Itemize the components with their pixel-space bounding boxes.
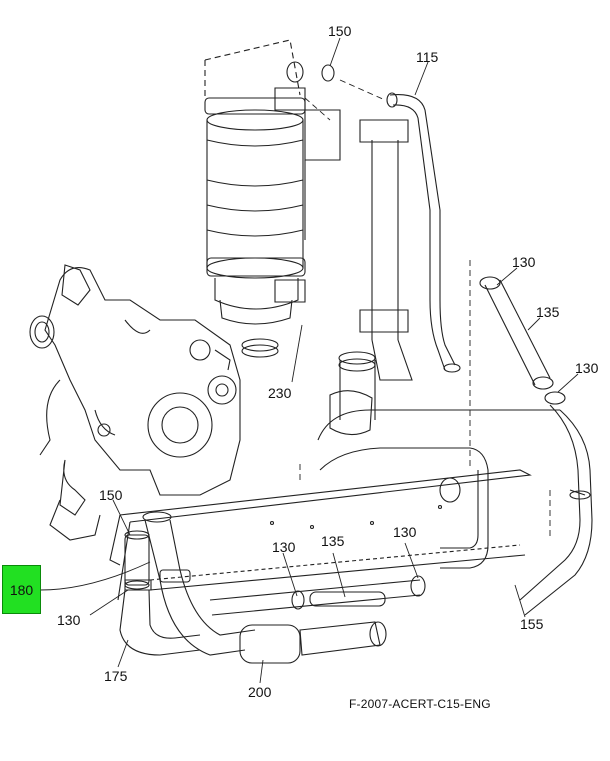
callout-130-lower: 130	[393, 524, 417, 540]
callout-130-upper-right: 130	[512, 254, 536, 270]
diagram-caption: F-2007-ACERT-C15-ENG	[349, 697, 491, 711]
pipe-135-upper	[480, 277, 565, 404]
callout-150-left: 150	[99, 487, 123, 503]
callout-130-mid: 130	[272, 539, 296, 555]
horizontal-pipe-assembly	[318, 352, 560, 568]
elbow-175	[120, 531, 200, 655]
elbow-200	[125, 512, 386, 663]
exhaust-pipe-155	[520, 405, 592, 615]
dpf-canister	[205, 40, 340, 357]
callout-155: 155	[520, 616, 544, 632]
callout-130-right: 130	[575, 360, 599, 376]
engine-front-cover	[30, 265, 240, 540]
callout-200: 200	[248, 684, 272, 700]
lower-pipe-135	[210, 576, 425, 615]
callout-150-top: 150	[328, 23, 352, 39]
callout-130-left: 130	[57, 612, 81, 628]
callout-135-upper: 135	[536, 304, 560, 320]
exhaust-tube-115	[387, 93, 460, 372]
callout-230: 230	[268, 385, 292, 401]
callout-115: 115	[416, 49, 439, 65]
callout-leaders	[40, 38, 578, 683]
callout-135-lower: 135	[321, 533, 345, 549]
callout-175: 175	[104, 668, 128, 684]
highlighted-part-180[interactable]: 180	[2, 565, 41, 614]
frame-rail	[110, 470, 530, 600]
reference-lines	[300, 80, 550, 540]
vertical-stack-tube	[360, 120, 412, 380]
